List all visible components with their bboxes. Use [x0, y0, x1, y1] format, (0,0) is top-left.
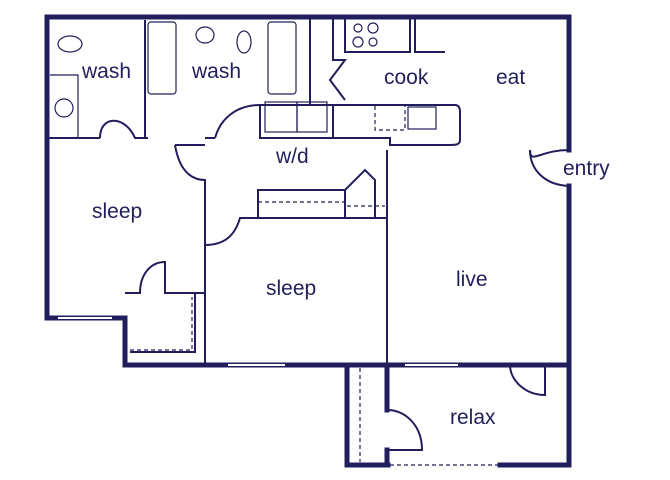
washer-icon [264, 101, 298, 133]
toilet-icon [57, 35, 83, 53]
stove-icon [353, 23, 363, 33]
room-label-laundry: w/d [275, 145, 309, 168]
room-label-live: live [456, 268, 488, 291]
sink-icon [195, 26, 215, 44]
bathtub [267, 21, 297, 95]
dishwasher-icon [374, 104, 406, 131]
sink-icon [54, 98, 74, 118]
toilet-icon [236, 30, 252, 54]
room-label-relax: relax [450, 406, 496, 429]
exterior-walls [44, 14, 572, 468]
windows [58, 317, 500, 466]
kitchen-sink-icon [407, 106, 437, 130]
room-label-cook: cook [384, 66, 429, 89]
room-label-wash: wash [191, 60, 241, 83]
room-label-entry: entry [563, 157, 610, 180]
room-label-sleep: sleep [266, 277, 316, 300]
bathtub [147, 21, 177, 95]
interior-walls [47, 17, 570, 462]
room-label-wash: wash [81, 60, 131, 83]
room-label-eat: eat [496, 66, 525, 89]
dryer-icon [296, 101, 328, 133]
room-label-sleep: sleep [92, 200, 142, 223]
fixtures [50, 21, 437, 138]
